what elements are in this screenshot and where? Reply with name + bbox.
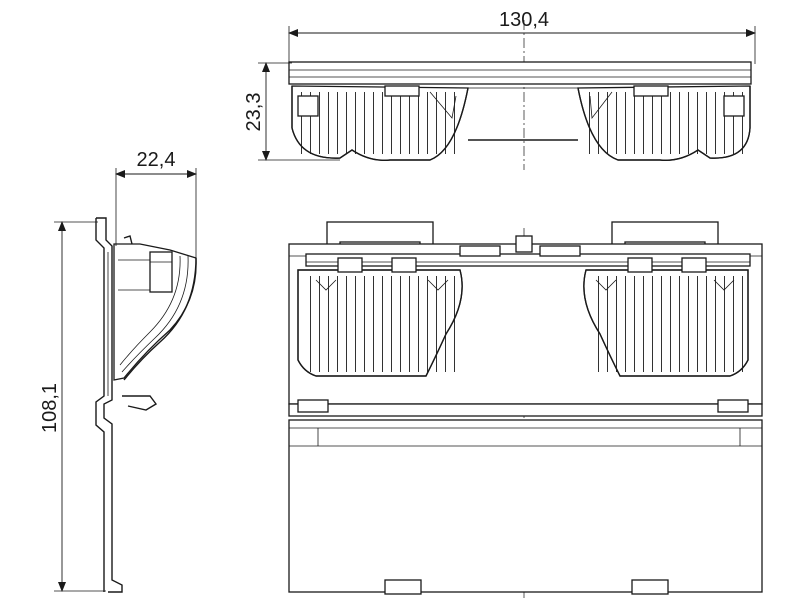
dim-width-total: 130,4	[288, 9, 756, 64]
dim-height-top-label: 23,3	[243, 93, 265, 132]
dim-depth-label: 22,4	[137, 149, 176, 171]
top-view	[288, 20, 752, 170]
dim-height-total: 108,1	[39, 221, 106, 592]
dim-height-top: 23,3	[243, 62, 340, 161]
dim-height-total-label: 108,1	[39, 383, 61, 433]
side-view	[95, 217, 197, 593]
dim-width-total-label: 130,4	[499, 9, 549, 31]
front-view	[288, 221, 763, 600]
dim-depth: 22,4	[115, 149, 197, 260]
